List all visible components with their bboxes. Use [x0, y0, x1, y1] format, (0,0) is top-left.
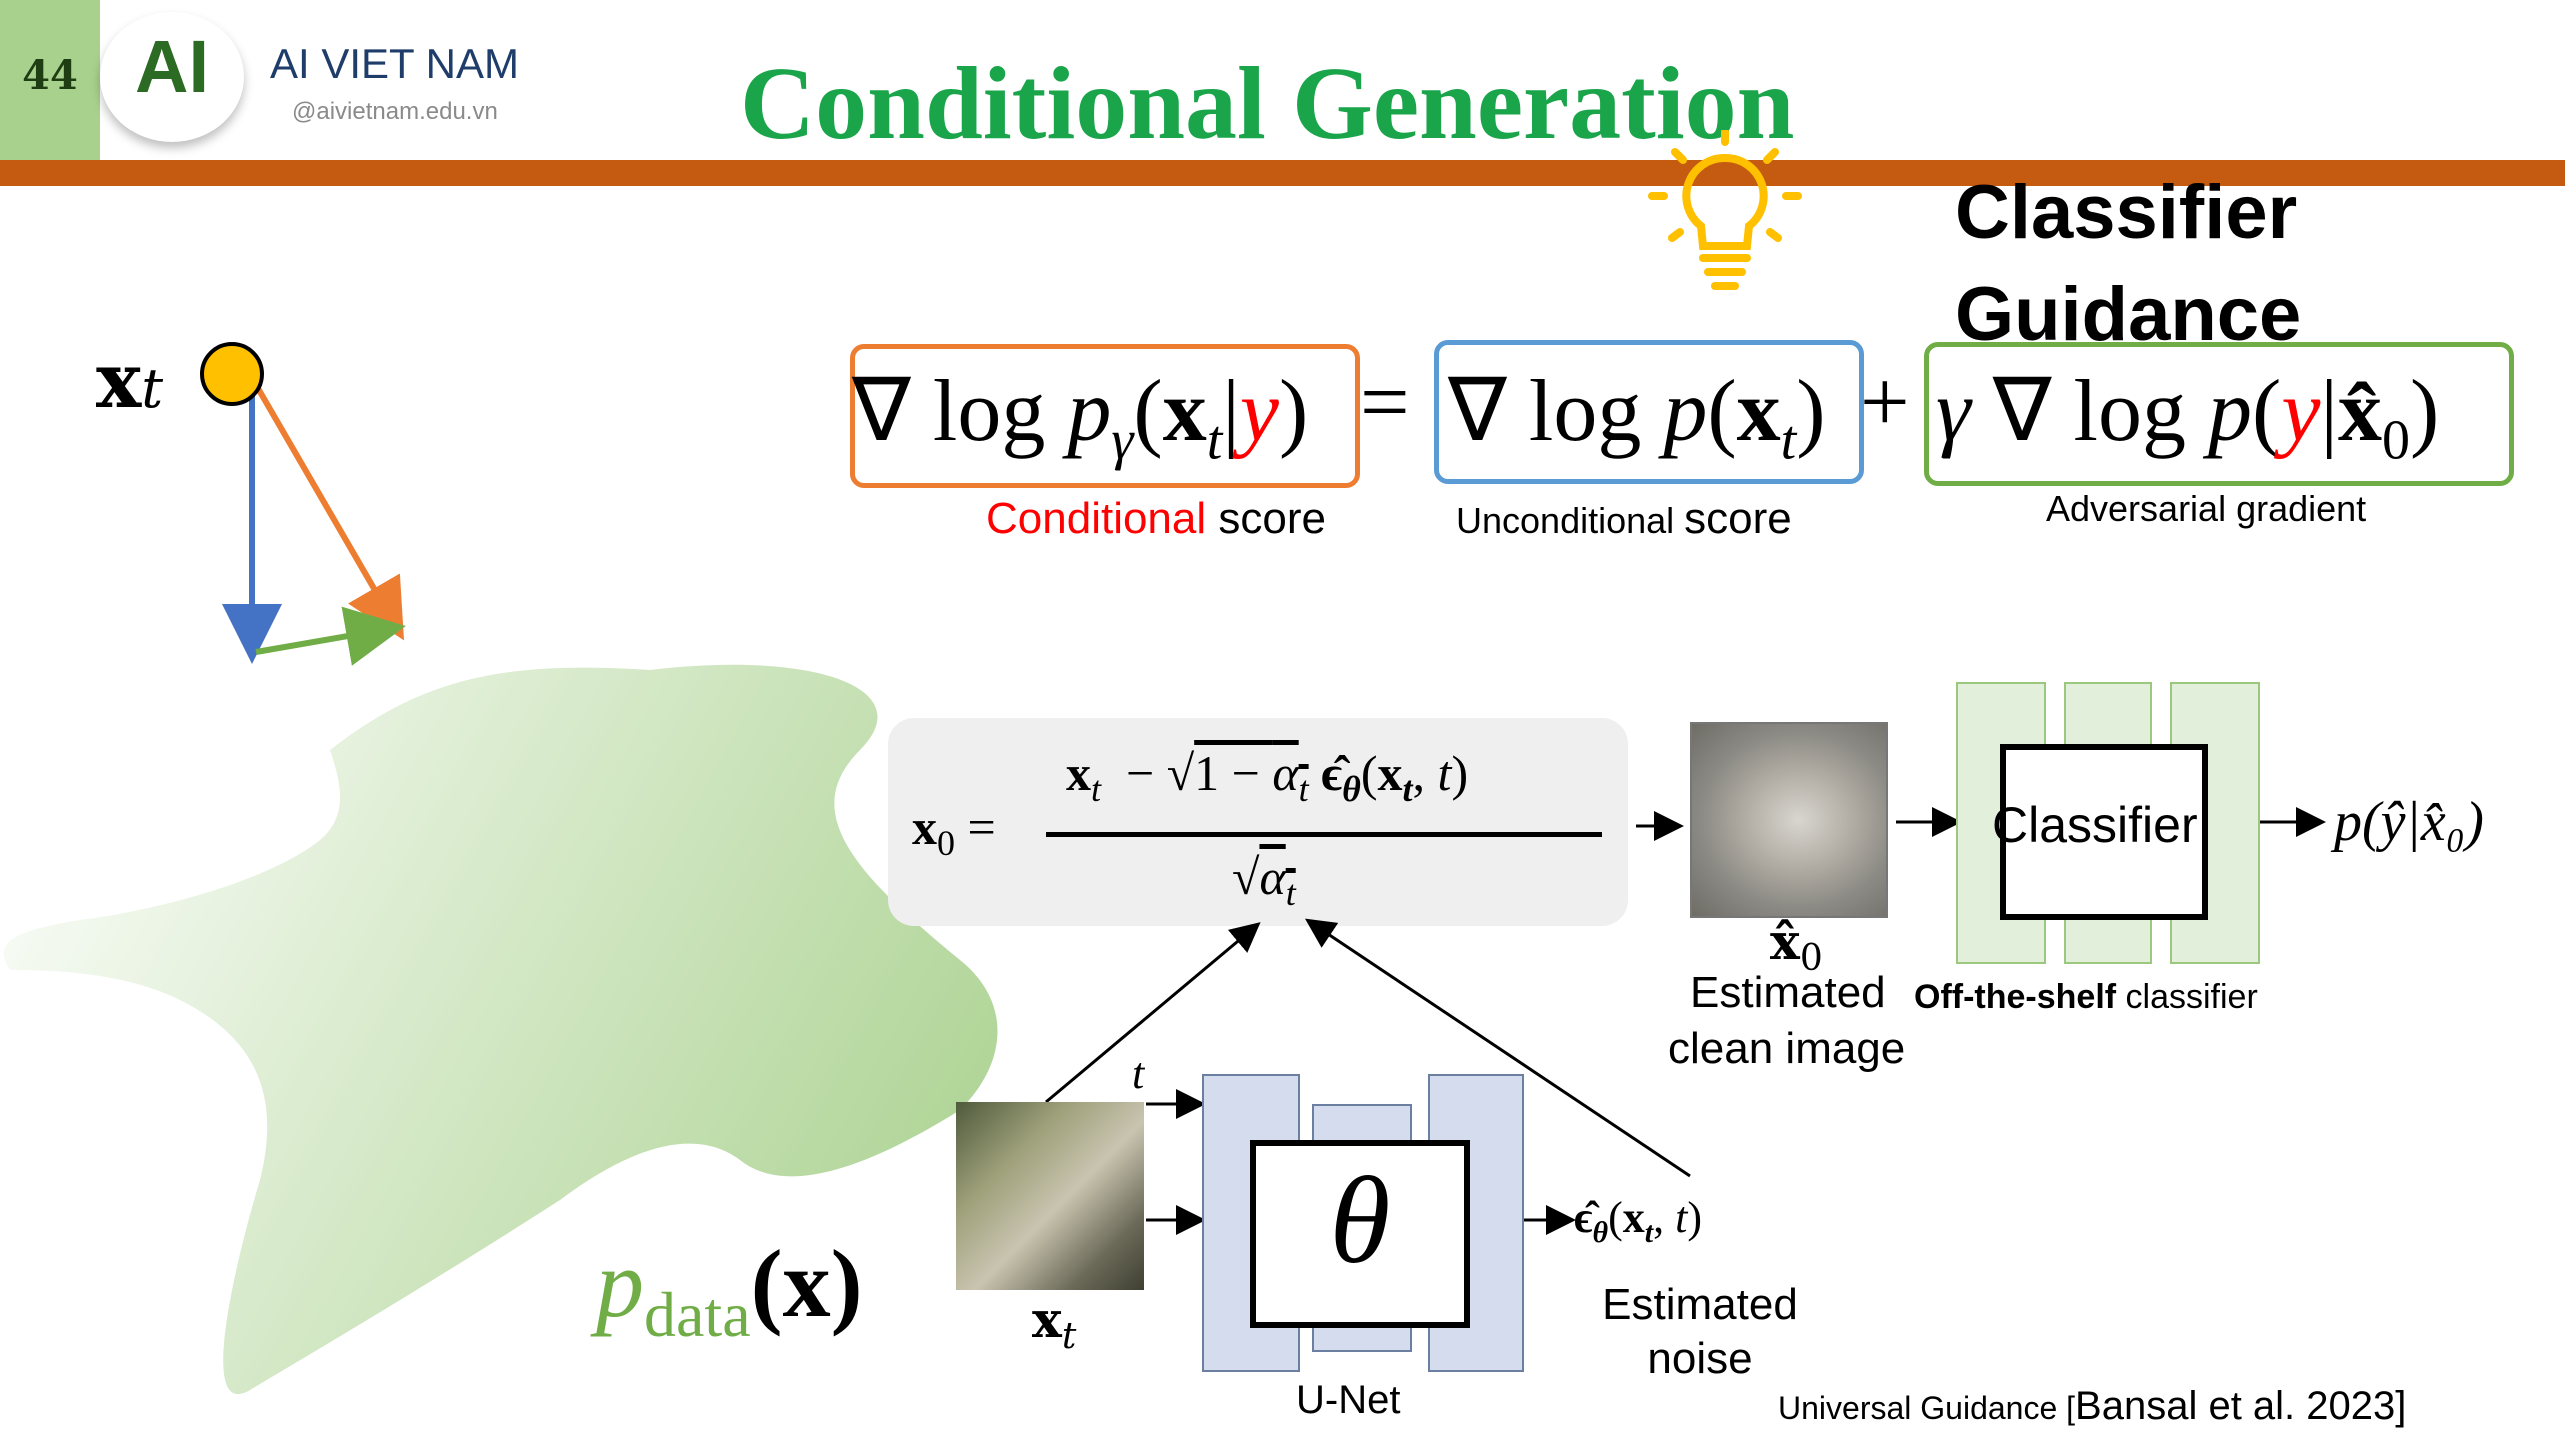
- xt-point: [200, 342, 264, 406]
- x0-hat-label: x̂0: [1770, 912, 1823, 979]
- adversarial-gradient-label: Adversarial gradient: [2046, 488, 2367, 529]
- theta-symbol: θ: [1329, 1152, 1391, 1289]
- classifier-core: [2000, 744, 2208, 920]
- unet-core: [1250, 1140, 1470, 1328]
- unet-label: U-Net: [1296, 1378, 1401, 1422]
- guidance-vector: [255, 606, 406, 666]
- guidance-title-line1: Classifier: [1955, 170, 2298, 255]
- estimated-clean-image: [1690, 722, 1888, 918]
- unconditional-score-box: [1434, 340, 1864, 484]
- xt-vector-label: xt: [96, 336, 164, 425]
- unconditional-score-label: Unconditional score: [1456, 494, 1792, 543]
- vector-diagram: [200, 342, 406, 666]
- page-title: Conditional Generation: [740, 46, 1795, 161]
- x0-formula-box: [888, 718, 1628, 926]
- fraction-bar: [1046, 832, 1602, 837]
- header-divider: [0, 160, 2565, 186]
- equation-lhs: ∇ log pγ(xt|y): [852, 363, 1309, 472]
- conditional-score-label: Conditional score: [986, 494, 1326, 543]
- conditional-score-box: [850, 344, 1360, 488]
- adversarial-gradient-box: [1924, 342, 2514, 486]
- classifier-output: p(ŷ|x̂₀): [2334, 791, 2484, 853]
- equals-sign: =: [1360, 354, 1410, 451]
- x0-formula-denominator: √αt: [1232, 849, 1296, 913]
- slide-number: 44: [22, 52, 78, 99]
- equation-adversarial: γ ∇ log p(y|x̂0): [1936, 363, 2440, 472]
- noisy-image-xt: [956, 1102, 1144, 1290]
- noise-output: ϵ̂θ(xt, t): [1574, 1193, 1702, 1249]
- slide-number-panel: [0, 0, 100, 160]
- lightbulb-icon: [1648, 130, 1802, 290]
- logo: AI: [135, 25, 209, 108]
- estimated-clean-label-line1: Estimated: [1690, 968, 1886, 1017]
- data-distribution-shape: [3, 664, 998, 1395]
- equation-unconditional: ∇ log p(xt): [1448, 363, 1826, 472]
- x0-formula-numerator: xt − √1 − αt ϵ̂θ(xt, t): [1066, 745, 1469, 809]
- conditional-vector: [249, 376, 405, 641]
- x0-formula-lhs: x0 =: [912, 799, 996, 863]
- citation: Universal Guidance [Bansal et al. 2023]: [1778, 1384, 2407, 1428]
- classifier-label: Classifier: [1992, 797, 2198, 853]
- estimated-clean-label-line2: clean image: [1668, 1024, 1906, 1073]
- brand-site: @aivietnam.edu.vn: [292, 98, 498, 125]
- estimated-noise-label: Estimated noise: [1602, 1280, 1798, 1383]
- off-the-shelf-label: Off-the-shelf classifier: [1914, 978, 2258, 1016]
- pdata-label: pdata(x): [596, 1230, 863, 1351]
- timestep-label: t: [1132, 1049, 1145, 1098]
- logo-badge: [100, 12, 244, 142]
- brand-name: AI VIET NAM: [270, 40, 519, 87]
- plus-sign: +: [1860, 354, 1910, 451]
- noisy-image-label: xt: [1032, 1290, 1077, 1357]
